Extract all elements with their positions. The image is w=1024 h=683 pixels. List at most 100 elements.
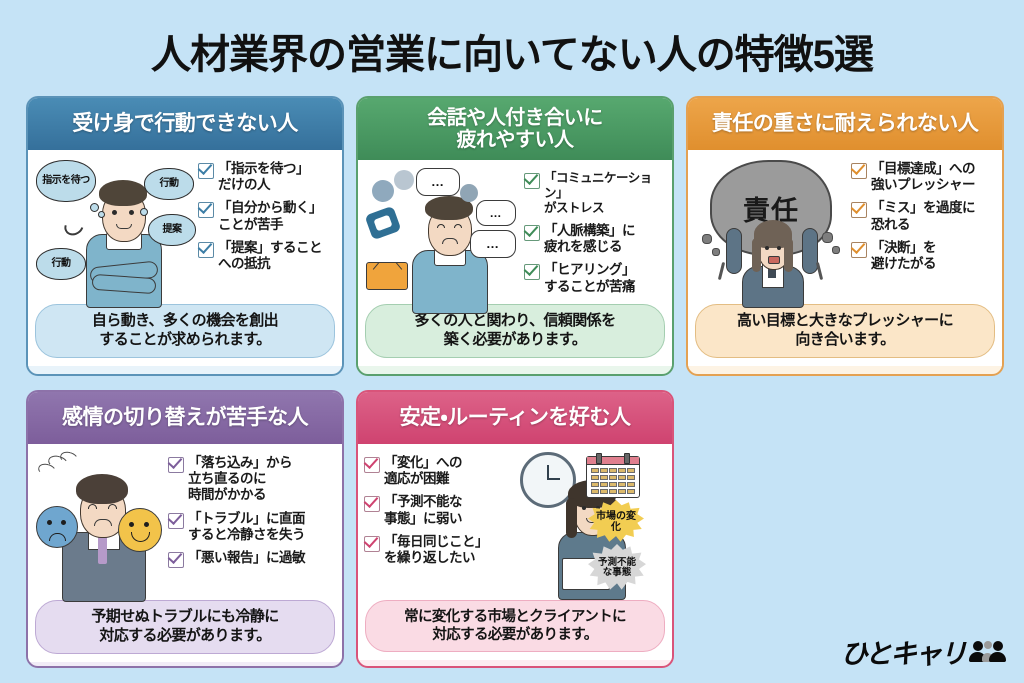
check-icon	[168, 457, 184, 473]
card4-body: 「落ち込み」から 立ち直るのに 時間がかかる 「トラブル」に直面 すると冷静さを…	[28, 444, 342, 602]
card4-footer: 予期せぬトラブルにも冷静に 対応する必要があります。	[35, 600, 335, 654]
card5-footer-wrap: 常に変化する市場とクライアントに 対応する必要があります。	[358, 598, 672, 661]
card1-body: 指示を待つ 行動 提案 行動 「指示を待つ」 だけの人	[28, 150, 342, 308]
check-icon	[524, 264, 540, 281]
bullet-item: 「決断」を 避けたがる	[851, 240, 994, 272]
card2-footer: 多くの人と関わり、信頼関係を 築く必要があります。	[365, 304, 665, 358]
footer-line: 予期せぬトラブルにも冷静に	[91, 608, 279, 625]
bullet-line: 「落ち込み」から	[188, 455, 293, 470]
bullet-item: 「目標達成」への 強いプレッシャー	[851, 161, 994, 193]
card5-heading: 安定・ルーティンを好む人	[358, 392, 672, 444]
burst-label: 市場の変化	[596, 511, 636, 533]
speech-bubble-wait-for-instructions: 指示を待つ	[36, 160, 96, 202]
check-icon	[851, 241, 867, 258]
card5-illustration: 市場の変化 予測不能な事態	[514, 450, 666, 600]
brand-logo[interactable]: ひとキャリ	[841, 632, 1006, 671]
card1-footer-wrap: 自ら動き、多くの機会を創出 することが求められます。	[28, 302, 342, 366]
card4-illustration	[34, 449, 166, 602]
bullet-item: 「提案」すること への抵抗	[198, 240, 334, 272]
bullet-line: 時間がかかる	[188, 487, 267, 503]
footer-line: 多くの人と関わり、信頼関係を	[414, 312, 616, 329]
check-icon	[198, 202, 214, 219]
card-emotional-switching: 感情の切り替えが苦手な人	[26, 390, 344, 668]
card4-bullets: 「落ち込み」から 立ち直るのに 時間がかかる 「トラブル」に直面 すると冷静さを…	[166, 450, 336, 596]
bullet-line: への抵抗	[218, 255, 271, 271]
bullet-line: 「予測不能な	[384, 494, 463, 510]
card3-body: 責任	[688, 150, 1002, 308]
bullet-item: 「悪い報告」に過敏	[168, 550, 334, 568]
burst-label: 予測不能な事態	[597, 556, 636, 578]
card2-footer-wrap: 多くの人と関わり、信頼関係を 築く必要があります。	[358, 302, 672, 366]
bullet-line: 恐れる	[871, 216, 911, 232]
bullet-item: 「予測不能な 事態」に弱い	[364, 494, 512, 526]
card-social-fatigue: 会話や人付き合いに 疲れやすい人 … …	[356, 96, 674, 376]
bullet-item: 「ヒアリング」 することが苦痛	[524, 262, 664, 294]
bullet-line: すると冷静さを失う	[188, 526, 306, 542]
bullet-item: 「毎日同じこと」 を繰り返したい	[364, 534, 512, 566]
footer-line: 対応する必要があります。	[432, 627, 598, 644]
bullet-item: 「変化」への 適応が困難	[364, 455, 512, 487]
card-passive-person: 受け身で行動できない人 指示を待つ	[26, 96, 344, 376]
check-icon	[364, 535, 380, 552]
bullet-line: 「コミュニケーション」	[544, 171, 652, 200]
bullet-line: 「悪い報告」に過敏	[188, 549, 306, 565]
card2-illustration: … … …	[364, 166, 522, 314]
bullet-item: 「トラブル」に直面 すると冷静さを失う	[168, 511, 334, 543]
card5-bullets: 「変化」への 適応が困難 「予測不能な 事態」に弱い 「毎日同じこと」 を繰	[362, 450, 514, 596]
bullet-line: 「人脈構築」に	[544, 223, 636, 238]
bullet-line: 強いプレッシャー	[871, 177, 976, 193]
card1-illustration: 指示を待つ 行動 提案 行動	[34, 156, 196, 308]
footer-line: 自ら動き、多くの機会を創出	[91, 312, 279, 329]
card4-heading: 感情の切り替えが苦手な人	[28, 392, 342, 444]
bullet-line: 疲れを感じる	[544, 239, 623, 255]
bullet-line: ことが苦手	[218, 216, 284, 232]
check-icon	[168, 551, 184, 568]
bullet-line: 「変化」への	[384, 455, 463, 470]
check-icon	[198, 163, 214, 179]
speech-bubble-action-1: 行動	[144, 168, 194, 200]
check-icon	[851, 163, 867, 179]
bullet-line: 「指示を待つ」	[218, 161, 310, 176]
calendar-icon	[586, 453, 640, 498]
bullet-line: 「毎日同じこと」	[384, 533, 489, 549]
check-icon	[364, 496, 380, 513]
card-prefers-routine: 安定・ルーティンを好む人 「変化」への 適応が困難 「予測不能な 事態」に弱い	[356, 390, 674, 668]
bullet-line: を繰り返したい	[384, 549, 476, 565]
speech-bubble-proposal: 提案	[148, 214, 196, 246]
bullet-line: 「決断」を	[871, 239, 937, 255]
check-icon	[524, 173, 540, 189]
chat-bubble-1: …	[416, 168, 460, 196]
card1-footer: 自ら動き、多くの機会を創出 することが求められます。	[35, 304, 335, 358]
bullet-item: 「指示を待つ」 だけの人	[198, 161, 334, 193]
bullet-line: がストレス	[544, 201, 605, 215]
footer-line: 高い目標と大きなプレッシャーに	[736, 312, 954, 329]
card2-heading: 会話や人付き合いに 疲れやすい人	[358, 98, 672, 160]
bullet-item: 「コミュニケーション」 がストレス	[524, 171, 664, 216]
footer-line: 常に変化する市場とクライアントに	[404, 609, 626, 625]
card-responsibility-pressure: 責任の重さに耐えられない人 責任	[686, 96, 1004, 376]
bullet-line: することが苦痛	[544, 278, 636, 294]
bullet-line: 「ヒアリング」	[544, 262, 636, 278]
chat-bubble-3: …	[470, 230, 516, 258]
check-icon	[524, 225, 540, 241]
footer-line: 向き合います。	[795, 330, 895, 348]
card1-bullets: 「指示を待つ」 だけの人 「自分から動く」 ことが苦手 「提案」すること へ	[196, 156, 336, 300]
bullet-item: 「落ち込み」から 立ち直るのに 時間がかかる	[168, 455, 334, 504]
heading-line: 会話や人付き合いに	[427, 106, 603, 129]
bullet-item: 「人脈構築」に 疲れを感じる	[524, 223, 664, 255]
speech-bubble-action-2: 行動	[36, 248, 86, 280]
card5-footer: 常に変化する市場とクライアントに 対応する必要があります。	[365, 600, 665, 653]
two-people-icon	[969, 641, 1006, 662]
bullet-line: 「提案」すること	[218, 239, 323, 255]
bullet-line: 「トラブル」に直面	[188, 510, 306, 526]
card3-bullets: 「目標達成」への 強いプレッシャー 「ミス」を過度に 恐れる 「決断」を 避	[849, 156, 996, 300]
card3-footer-wrap: 高い目標と大きなプレッシャーに 向き合います。	[688, 302, 1002, 366]
logo-text: ひとキャリ	[840, 639, 967, 669]
bullet-item: 「ミス」を過度に 恐れる	[851, 200, 994, 232]
footer-line: することが求められます。	[99, 330, 271, 348]
heading-line: 疲れやすい人	[456, 129, 575, 151]
footer-line: 築く必要があります。	[443, 330, 587, 348]
happy-face-icon	[118, 508, 162, 552]
bullet-line: 適応が困難	[384, 471, 450, 487]
